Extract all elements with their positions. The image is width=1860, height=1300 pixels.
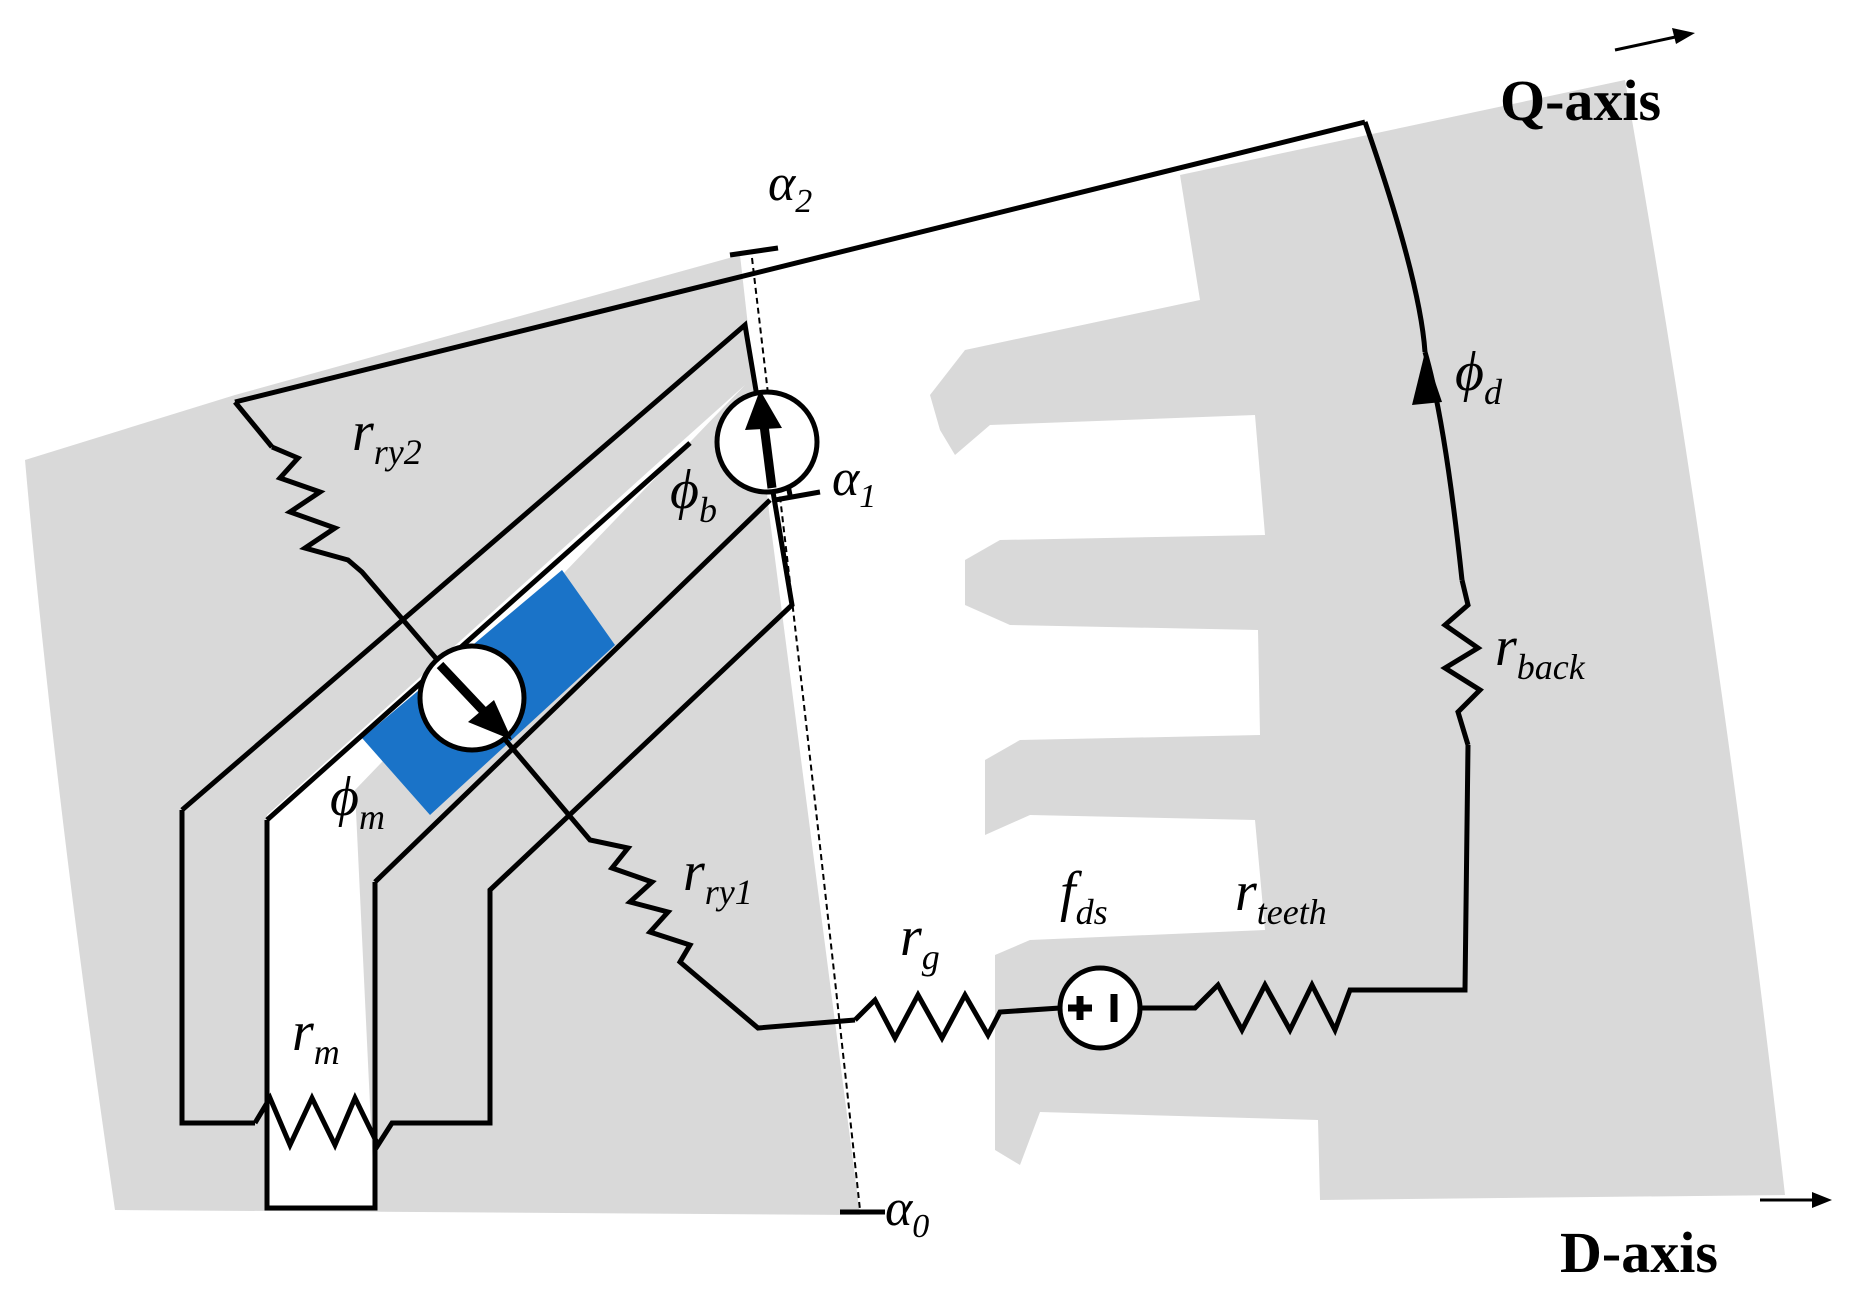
magnet-cavity [267, 385, 745, 1210]
alpha1-tick [774, 489, 821, 503]
resistor-r-ry2 [271, 444, 472, 700]
flux-barrier-outline [180, 320, 795, 1126]
phi-d-arrow [1412, 352, 1442, 405]
f-ds-label: fds [1060, 861, 1108, 932]
r-g-label: rg [900, 906, 940, 977]
mmf-source-f-ds [1057, 965, 1143, 1051]
magnet-cavity-edge-right [373, 498, 772, 884]
resistor-r-ry1 [468, 696, 856, 1031]
q-axis-label: Q-axis [1500, 68, 1661, 133]
alpha2-tick [729, 245, 779, 258]
r-ry1-label: rry1 [683, 841, 753, 912]
flux-source-phi-m [417, 643, 527, 753]
r-m-label: rm [292, 1001, 340, 1072]
magnet-cavity-edge-left [265, 441, 692, 822]
wire-fds-to-teeth [1140, 744, 1471, 1037]
resistor-r-back [1440, 579, 1484, 746]
alpha2-label: α2 [768, 155, 812, 220]
alpha0-label: α0 [885, 1180, 929, 1245]
d-axis-arrow [1760, 1192, 1832, 1208]
ry2-top-link [233, 400, 274, 449]
r-teeth-label: rteeth [1235, 861, 1327, 932]
magnet-leg-outline [264, 820, 378, 1211]
flux-source-phi-b [714, 389, 820, 495]
resistor-r-m [252, 1091, 400, 1152]
r-back-label: rback [1495, 616, 1586, 687]
stator-back-boundary [1362, 121, 1428, 353]
d-axis-label: D-axis [1560, 1220, 1718, 1285]
alpha1-label: α1 [832, 450, 876, 515]
resistor-r-g [853, 989, 1061, 1044]
phi-b-label: ϕb [670, 459, 717, 530]
r-ry2-label: rry2 [352, 401, 422, 472]
q-axis-arrow [1614, 28, 1695, 52]
rotor-outer-boundary [234, 119, 1366, 405]
phi-d-label: ϕd [1455, 341, 1503, 412]
phi-m-label: ϕm [330, 766, 385, 837]
stator-iron [930, 80, 1785, 1200]
